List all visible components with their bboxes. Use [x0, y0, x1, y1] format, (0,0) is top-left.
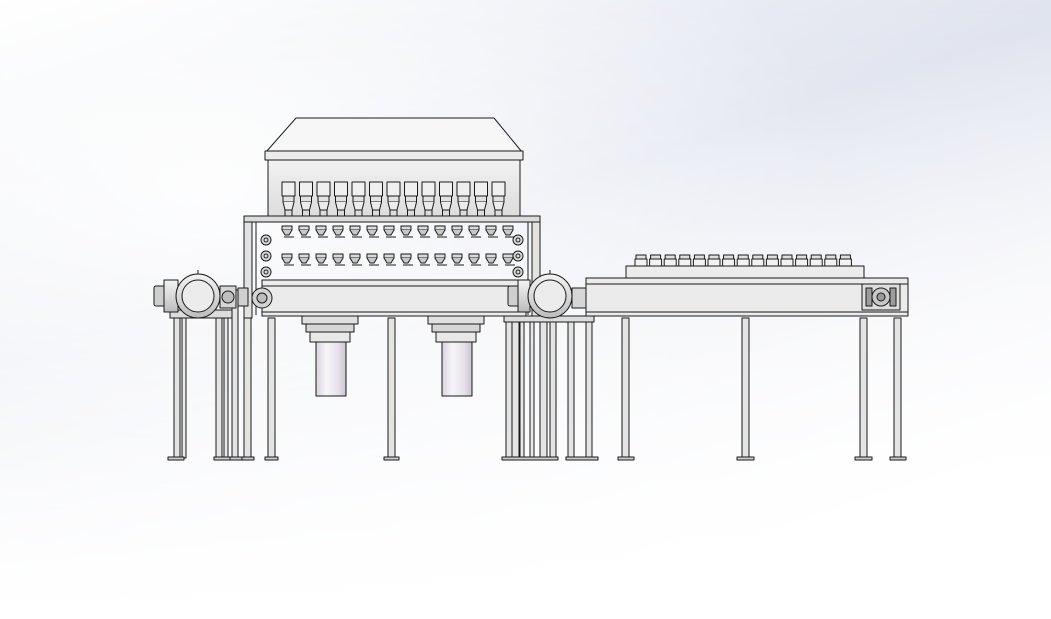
carton	[838, 254, 852, 267]
nozzle	[502, 253, 515, 266]
nozzle	[468, 253, 481, 266]
nozzle	[400, 253, 413, 266]
dispenser-unit	[421, 181, 436, 217]
gluing-machine-legs	[240, 317, 551, 461]
nozzle	[383, 225, 396, 238]
conveyor-table	[585, 254, 909, 461]
nozzle	[349, 225, 362, 238]
dispenser-unit	[369, 181, 383, 217]
dispenser-unit	[299, 181, 313, 217]
nozzle	[434, 253, 447, 266]
carton	[678, 254, 692, 267]
nozzle	[281, 225, 294, 238]
carton	[649, 254, 663, 267]
dispenser-unit	[404, 181, 418, 217]
hood-roof	[265, 117, 523, 153]
dispenser-unit	[456, 181, 471, 217]
dispenser-unit	[351, 181, 366, 217]
carton	[795, 254, 809, 267]
nozzle	[298, 253, 311, 266]
carton	[722, 254, 736, 267]
nozzle	[468, 225, 481, 238]
glue-dispenser-row	[281, 181, 506, 217]
hood-lip	[264, 150, 524, 161]
nozzle	[451, 225, 464, 238]
carton	[663, 254, 677, 267]
motor-stand-middle	[501, 315, 599, 461]
glue-tank-2	[427, 315, 485, 397]
carton	[780, 254, 794, 267]
nozzle	[383, 253, 396, 266]
drive-motor-left	[153, 270, 249, 319]
left-conveyor-bed	[261, 279, 527, 317]
carton	[692, 254, 706, 267]
carton	[809, 254, 823, 267]
nozzle	[366, 253, 379, 266]
nozzle	[434, 225, 447, 238]
side-rollers-right	[512, 234, 524, 278]
dispenser-unit	[316, 181, 331, 217]
nozzle	[485, 253, 498, 266]
nozzle	[298, 225, 311, 238]
nozzle	[502, 225, 515, 238]
glue-tank-1	[301, 315, 359, 397]
nozzle	[417, 253, 430, 266]
nozzle	[315, 225, 328, 238]
nozzle	[417, 225, 430, 238]
nozzle	[315, 253, 328, 266]
nozzle-row-upper	[281, 225, 515, 238]
nozzle	[485, 225, 498, 238]
nozzle	[349, 253, 362, 266]
dispenser-unit	[334, 181, 348, 217]
dispenser-unit	[281, 181, 296, 217]
nozzle	[451, 253, 464, 266]
nozzle	[366, 225, 379, 238]
nozzle-row-lower	[281, 253, 515, 266]
gluing-machine	[240, 117, 551, 461]
dispenser-unit	[474, 181, 488, 217]
nozzle	[400, 225, 413, 238]
carton	[736, 254, 750, 267]
nozzle	[332, 253, 345, 266]
carton	[824, 254, 838, 267]
frame-top-beam	[243, 215, 541, 223]
nozzle	[281, 253, 294, 266]
carton	[707, 254, 721, 267]
dispenser-unit	[491, 181, 506, 217]
carton	[634, 254, 648, 267]
carton-row	[634, 254, 852, 267]
dispenser-unit	[386, 181, 401, 217]
side-rollers-left	[260, 234, 272, 278]
nozzle	[332, 225, 345, 238]
carton	[765, 254, 779, 267]
conveyor-belt-top	[625, 265, 865, 279]
carton	[751, 254, 765, 267]
